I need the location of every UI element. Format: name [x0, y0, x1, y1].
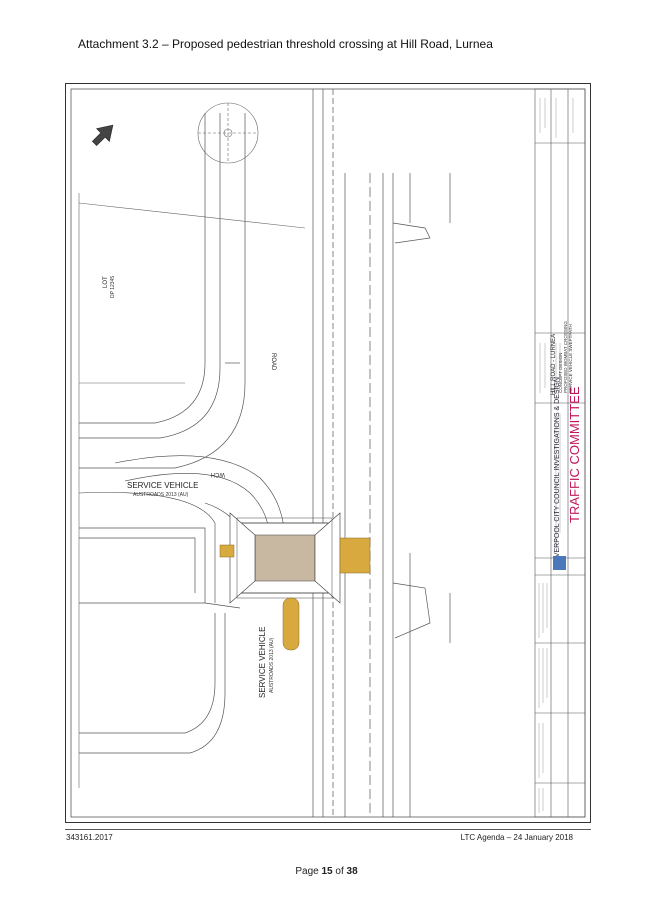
project-title: HILL ROAD - LURNEA — [551, 334, 557, 395]
page-sep: of — [332, 866, 347, 877]
vehicle-label-1: SERVICE VEHICLE — [127, 481, 198, 490]
tactile-pad-left — [219, 544, 235, 558]
vehicle-label-2: SERVICE VEHICLE — [258, 627, 267, 698]
footer-rule — [65, 829, 591, 830]
tactile-pad-right — [339, 537, 371, 574]
lower-side-road — [79, 613, 226, 754]
north-arrow-icon — [91, 124, 114, 147]
agenda-label: LTC Agenda – 24 January 2018 — [460, 833, 573, 842]
tactile-pad-bottom — [282, 597, 300, 651]
page-heading: Attachment 3.2 – Proposed pedestrian thr… — [78, 37, 493, 51]
page-current: 15 — [321, 866, 333, 877]
main-road — [312, 89, 451, 817]
title-block — [534, 88, 586, 818]
driveway-right — [392, 222, 431, 639]
project-sub-1: CONCEPT DESIGN — [558, 353, 563, 393]
council-name: LIVERPOOL CITY COUNCIL INVESTIGATIONS & … — [554, 377, 561, 563]
cul-de-sac — [197, 102, 259, 164]
title-block-fine-text — [538, 98, 574, 813]
vehicle-sub-2: AUSTROADS 2013 (AU) — [269, 637, 275, 693]
council-logo — [553, 556, 566, 570]
committee-label: TRAFFIC COMMITTEE — [567, 386, 582, 523]
drawing-frame — [65, 83, 591, 823]
threshold-crossing — [229, 512, 341, 604]
road-label: ROAD — [270, 353, 276, 371]
lot-label: LOT — [103, 276, 109, 288]
page-number: Page 15 of 38 — [0, 866, 653, 877]
doc-number: 343161.2017 — [66, 833, 113, 842]
side-road-kerb — [79, 113, 246, 469]
vehicle-sub-1: AUSTROADS 2013 (AU) — [133, 492, 189, 498]
wch-label: WCH — [211, 471, 225, 477]
lot-dp-label: DP 12345 — [110, 276, 116, 298]
site-plan-drawing: TRAFFIC COMMITTEE LIVERPOOL CITY COUNCIL… — [65, 83, 591, 823]
page-total: 38 — [346, 866, 358, 877]
vehicle-swept-path — [78, 455, 286, 603]
project-sub-3: SERVICE VEHICLE SWEPTPATH — [568, 324, 573, 393]
left-property-block — [79, 527, 241, 609]
lot-boundary — [78, 193, 306, 788]
project-sub-2: PROPOSED WOMBAT CROSSING — [563, 321, 568, 393]
page-prefix: Page — [295, 866, 322, 877]
